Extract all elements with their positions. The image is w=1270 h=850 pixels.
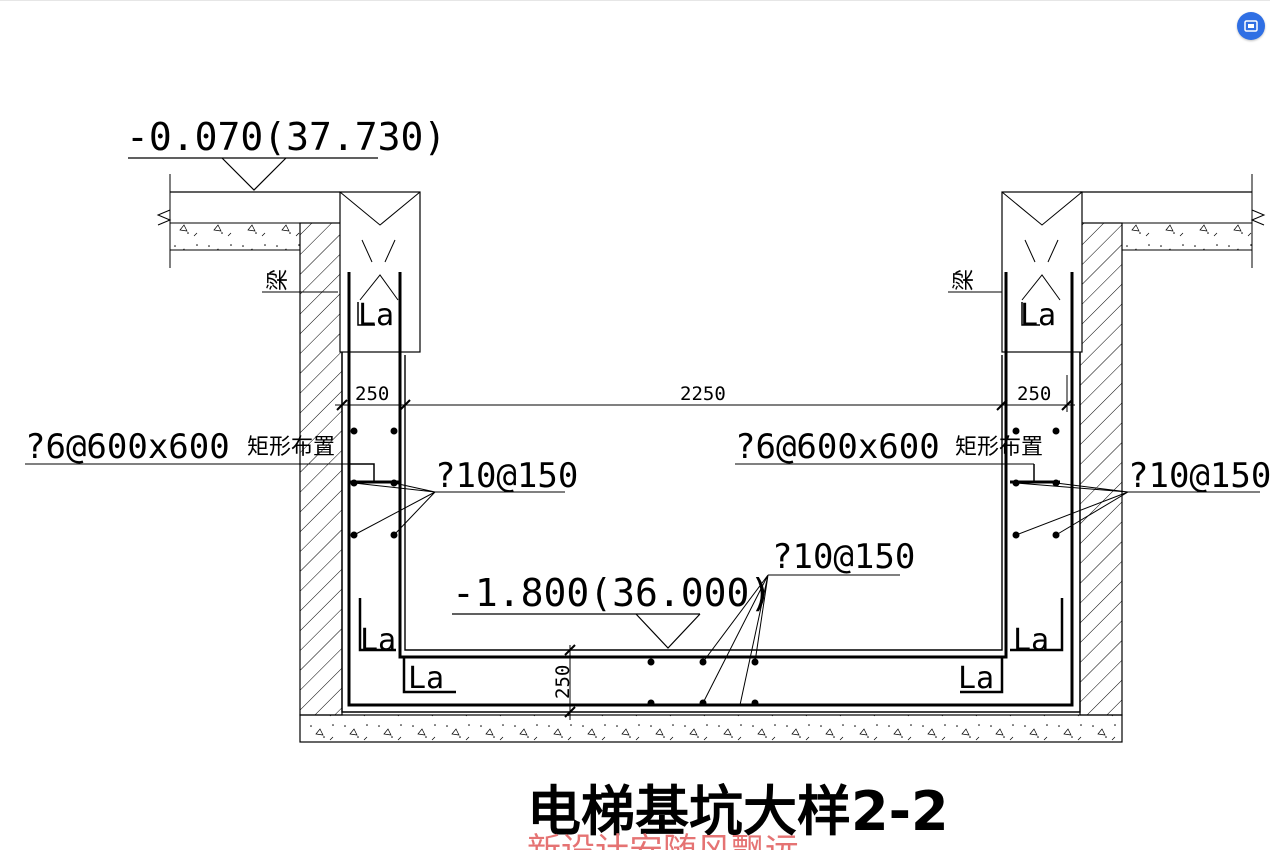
la-label-left-slab: La xyxy=(408,661,444,696)
blinding-layer xyxy=(299,714,1123,743)
left-tie-spec: ?6@600x600 xyxy=(25,427,230,467)
left-soil-hatch xyxy=(299,222,343,716)
leader-lines xyxy=(25,291,1260,706)
bottom-level-label: -1.800(36.000) xyxy=(452,571,772,615)
la-label-left-wall: La xyxy=(360,623,396,658)
left-wall-bar-spec: ?10@150 xyxy=(435,456,578,496)
slab-bar-spec: ?10@150 xyxy=(772,537,915,577)
top-level-marker xyxy=(128,157,378,191)
pit-outline xyxy=(341,270,1081,713)
bottom-level-marker xyxy=(452,613,701,649)
top-border xyxy=(0,0,1270,1)
slab-thickness-dimension: 250 xyxy=(552,665,574,699)
image-view-icon xyxy=(1244,20,1258,32)
right-soil-hatch xyxy=(1079,222,1123,716)
left-beam-label: 梁 xyxy=(266,269,291,291)
drawing-title: 电梯基坑大样2-2 xyxy=(527,780,949,843)
top-level-label: -0.070(37.730) xyxy=(126,115,446,159)
right-wall-bar-spec: ?10@150 xyxy=(1128,456,1270,496)
la-label-right-slab: La xyxy=(958,661,994,696)
right-wall-dimension: 250 xyxy=(1017,383,1051,405)
pit-width-dimension: 2250 xyxy=(680,383,726,405)
image-view-button[interactable] xyxy=(1237,12,1265,40)
right-tie-spec: ?6@600x600 xyxy=(735,427,940,467)
left-beam xyxy=(339,191,421,353)
left-wall-dimension: 250 xyxy=(355,383,389,405)
dimension-lines xyxy=(335,375,1075,720)
right-beam xyxy=(1001,191,1083,353)
right-beam-label: 梁 xyxy=(952,269,977,291)
right-floor-slab xyxy=(1080,174,1266,268)
la-label-right-beam: La xyxy=(1020,298,1056,333)
la-label-left-beam: La xyxy=(358,298,394,333)
la-label-right-wall: La xyxy=(1013,623,1049,658)
left-floor-slab xyxy=(156,174,340,268)
left-tie-note: 矩形布置 xyxy=(247,435,335,460)
right-tie-note: 矩形布置 xyxy=(955,435,1043,460)
watermark-text: 新设计安随风飘远 xyxy=(527,831,799,850)
